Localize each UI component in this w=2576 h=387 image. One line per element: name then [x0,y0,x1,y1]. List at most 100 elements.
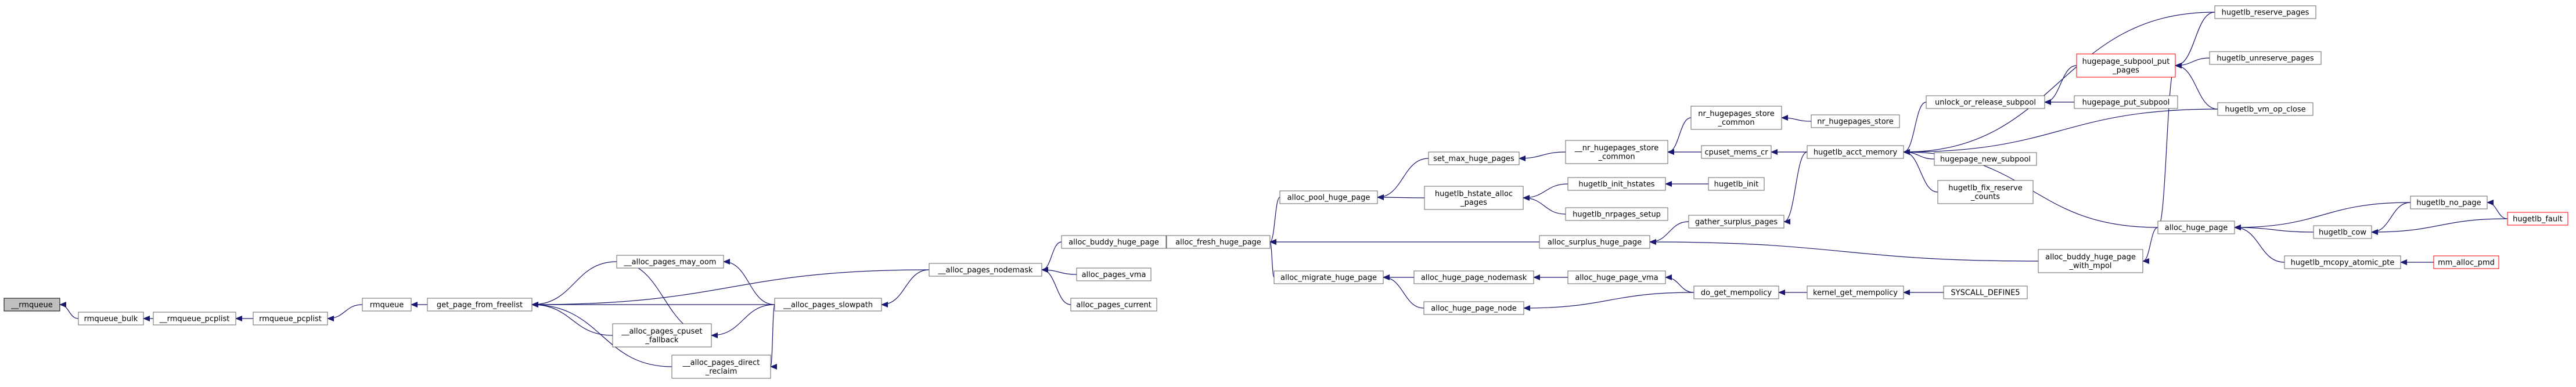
node-hugetlb_nrpages_setup[interactable]: hugetlb_nrpages_setup [1565,207,1668,221]
node-rmqueue_bulk[interactable]: rmqueue_bulk [78,312,144,325]
edge-hugetlb_fix_reserve_counts-to-hugetlb_acct_memory [1903,149,1938,193]
node-gather_surplus_pages[interactable]: gather_surplus_pages [1688,215,1785,229]
node-box [1061,235,1167,249]
node-box [616,255,724,269]
node-alloc_pages_cpuset_fallback[interactable]: __alloc_pages_cpuset_fallback [612,323,712,348]
edge-alloc_pages_nodemask_i-to-get_page_from_freelist [531,269,930,308]
node-box [929,263,1042,277]
node-nr_hugepages_store_common_i[interactable]: __nr_hugepages_store_common [1565,140,1668,164]
node-box [1565,140,1668,164]
node-hugetlb_acct_memory[interactable]: hugetlb_acct_memory [1807,145,1904,159]
node-label: cpuset_mems_cr [1704,149,1768,157]
node-label: SYSCALL_DEFINE5 [1951,289,2020,298]
node-cpuset_mems_cr[interactable]: cpuset_mems_cr [1701,145,1772,159]
node-label: alloc_pages_current [1076,301,1151,310]
node-alloc_surplus_huge_page[interactable]: alloc_surplus_huge_page [1539,235,1650,249]
node-box [2217,102,2314,116]
node-nr_hugepages_store[interactable]: nr_hugepages_store [1811,114,1900,128]
node-alloc_huge_page_nodemask[interactable]: alloc_huge_page_nodemask [1413,270,1534,284]
node-alloc_pool_huge_page[interactable]: alloc_pool_huge_page [1279,190,1378,204]
node-box [774,298,882,312]
node-hugetlb_init_hstates[interactable]: hugetlb_init_hstates [1567,177,1666,191]
node-label: alloc_huge_page [2165,224,2228,233]
node-get_page_from_freelist[interactable]: get_page_from_freelist [427,298,533,312]
node-box [1424,186,1524,210]
node-hugetlb_mcopy_atomic_pte[interactable]: hugetlb_mcopy_atomic_pte [2284,255,2401,269]
node-label: __nr_hugepages_store [1574,144,1658,153]
node-box [78,312,144,325]
node-hugetlb_init[interactable]: hugetlb_init [1708,177,1765,191]
node-label: _pages [2112,66,2139,75]
node-hugepage_new_subpool[interactable]: hugepage_new_subpool [1934,152,2037,166]
node-alloc_migrate_huge_page[interactable]: alloc_migrate_huge_page [1273,270,1384,284]
node-label: do_get_mempolicy [1701,289,1772,298]
edge-alloc_pages_slowpath-to-alloc_pages_cpuset_fallback [711,304,775,338]
node-set_max_huge_pages[interactable]: set_max_huge_pages [1428,151,1520,165]
node-box [1076,267,1152,281]
node-label: alloc_huge_page_nodemask [1421,274,1527,283]
node-hugepage_put_subpool[interactable]: hugepage_put_subpool [2074,95,2178,109]
edge-alloc_pool_huge_page-to-alloc_fresh_huge_page [1269,197,1280,245]
node-unlock_or_release_subpool[interactable]: unlock_or_release_subpool [1926,95,2045,109]
node-box [1926,95,2045,109]
node-box [612,323,712,348]
node-alloc_huge_page_vma[interactable]: alloc_huge_page_vma [1567,270,1666,284]
edge-alloc_pages_current-to-alloc_pages_nodemask_i [1041,267,1071,305]
node-do_get_mempolicy[interactable]: do_get_mempolicy [1693,285,1779,299]
node-label: alloc_pool_huge_page [1287,194,1370,202]
edge-do_get_mempolicy-to-alloc_huge_page_node [1523,292,1694,311]
node-label: hugepage_put_subpool [2082,99,2170,107]
node-label: set_max_huge_pages [1433,155,1514,164]
node-box [2209,51,2322,65]
node-label: hugetlb_hstate_alloc [1435,190,1513,198]
node-box [1273,270,1384,284]
node-hugetlb_reserve_pages[interactable]: hugetlb_reserve_pages [2214,5,2316,19]
node-box [153,312,236,325]
node-hugetlb_no_page[interactable]: hugetlb_no_page [2410,196,2488,209]
node-label: alloc_pages_vma [1082,271,1146,280]
node-box [427,298,533,312]
edge-gather_surplus_pages-to-alloc_surplus_huge_page [1649,221,1689,245]
node-alloc_huge_page_node[interactable]: alloc_huge_page_node [1423,301,1524,315]
node-alloc_fresh_huge_page[interactable]: alloc_fresh_huge_page [1166,235,1271,249]
node-hugetlb_fault[interactable]: hugetlb_fault [2507,212,2568,226]
node-box [1708,177,1765,191]
node-alloc_pages_slowpath[interactable]: __alloc_pages_slowpath [774,298,882,312]
node-alloc_huge_page[interactable]: alloc_huge_page [2157,220,2235,234]
node-alloc_pages_direct_reclaim[interactable]: __alloc_pages_direct_reclaim [671,355,771,379]
edge-hugetlb_cow-to-alloc_huge_page [2234,225,2314,233]
node-alloc_buddy_huge_page_with_mpol[interactable]: alloc_buddy_huge_page_with_mpol [2038,249,2143,273]
node-hugetlb_vm_op_close[interactable]: hugetlb_vm_op_close [2217,102,2314,116]
node-label: __alloc_pages_nodemask [938,266,1033,275]
node-label: alloc_huge_page_node [1431,305,1516,313]
node-alloc_pages_current[interactable]: alloc_pages_current [1070,298,1157,312]
node-hugetlb_fix_reserve_counts[interactable]: hugetlb_fix_reserve_counts [1937,180,2034,204]
node-label: __rmqueue_pcplist [159,315,230,324]
node-alloc_pages_may_oom[interactable]: __alloc_pages_may_oom [616,255,724,269]
node-syscall_define5[interactable]: SYSCALL_DEFINE5 [1943,285,2028,299]
node-box [1807,285,1904,299]
node-rmqueue[interactable]: rmqueue [362,298,412,312]
node-rmqueue_pcplist_i[interactable]: __rmqueue_pcplist [153,312,236,325]
node-hugetlb_unreserve_pages[interactable]: hugetlb_unreserve_pages [2209,51,2322,65]
node-rmqueue_pcplist[interactable]: rmqueue_pcplist [253,312,328,325]
node-label: alloc_surplus_huge_page [1548,238,1642,247]
node-hugepage_subpool_put_pages[interactable]: hugepage_subpool_put_pages [2076,53,2176,78]
node-label: _fallback [645,336,679,345]
node-rmqueue_root[interactable]: __rmqueue [3,298,60,312]
node-alloc_pages_nodemask_i[interactable]: __alloc_pages_nodemask [929,263,1042,277]
node-box [1807,145,1904,159]
node-alloc_buddy_huge_page[interactable]: alloc_buddy_huge_page [1061,235,1167,249]
node-alloc_pages_vma[interactable]: alloc_pages_vma [1076,267,1152,281]
node-hugetlb_cow[interactable]: hugetlb_cow [2313,225,2372,239]
edge-alloc_huge_page_node-to-alloc_migrate_huge_page [1383,274,1424,309]
node-hugetlb_hstate_alloc_pages[interactable]: hugetlb_hstate_alloc_pages [1424,186,1524,210]
node-label: nr_hugepages_store [1698,110,1774,118]
node-nr_hugepages_store_common[interactable]: nr_hugepages_store_common [1690,106,1782,130]
node-kernel_get_mempolicy[interactable]: kernel_get_mempolicy [1807,285,1904,299]
node-box [2284,255,2401,269]
node-label: hugetlb_unreserve_pages [2217,55,2314,63]
node-mm_alloc_pmd[interactable]: mm_alloc_pmd [2433,255,2499,269]
node-label: __alloc_pages_cpuset [621,327,702,336]
